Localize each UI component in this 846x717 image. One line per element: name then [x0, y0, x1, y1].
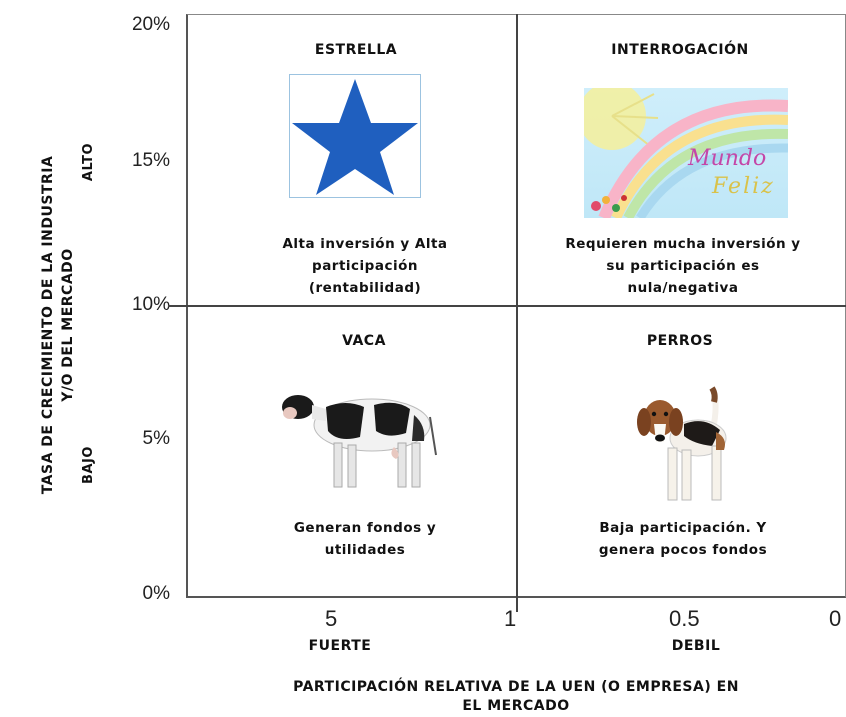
cow-icon — [276, 385, 456, 495]
feliz-text: Feliz — [712, 174, 775, 199]
dogs-desc-line1: Baja participación. Y — [599, 520, 767, 536]
y-axis-title: TASA DE CRECIMIENTO DE LA INDUSTRIA Y/O … — [38, 115, 82, 535]
y-tick-0: 0% — [142, 583, 170, 604]
x-axis-title-line2: EL MERCADO — [462, 698, 570, 714]
y-tick-10: 10% — [131, 294, 170, 315]
mundo-feliz-image: Mundo Feliz — [584, 88, 788, 218]
y-axis-title-line1: TASA DE CRECIMIENTO DE LA INDUSTRIA — [40, 155, 56, 495]
x-tick-0: 0 — [829, 606, 842, 631]
cow-desc-line1: Generan fondos y — [293, 520, 437, 536]
x-strong-label: FUERTE — [308, 638, 372, 654]
question-desc-line1: Requieren mucha inversión y — [565, 236, 801, 252]
flowers-icon — [591, 195, 627, 212]
star-desc-line2: participación — [312, 258, 418, 274]
y-tick-5: 5% — [142, 428, 170, 449]
cow-desc-line2: utilidades — [324, 542, 406, 558]
y-axis-title-line2: Y/O DEL MERCADO — [60, 248, 76, 402]
x-weak-label: DEBIL — [671, 638, 721, 654]
horizontal-divider — [168, 305, 846, 307]
y-low-label: BAJO — [81, 446, 96, 484]
y-tick-20: 20% — [131, 14, 170, 35]
dogs-quadrant-description: Baja participación. Y genera pocos fondo… — [520, 517, 846, 561]
question-quadrant-description: Requieren mucha inversión y su participa… — [520, 233, 846, 299]
vertical-divider — [516, 14, 518, 612]
cow-quadrant-description: Generan fondos y utilidades — [220, 517, 510, 561]
star-shape — [292, 79, 418, 195]
star-quadrant-title: ESTRELLA — [314, 42, 398, 58]
star-desc-line3: (rentabilidad) — [308, 280, 422, 296]
question-quadrant-title: INTERROGACIÓN — [611, 42, 749, 58]
y-tick-15: 15% — [131, 150, 170, 171]
x-tick-0-5: 0.5 — [669, 606, 700, 631]
dogs-quadrant-title: PERROS — [646, 333, 714, 349]
star-icon — [289, 74, 421, 198]
star-desc-line1: Alta inversión y Alta — [282, 236, 448, 252]
question-desc-line3: nula/negativa — [627, 280, 739, 296]
dog-icon — [632, 380, 752, 508]
dogs-desc-line2: genera pocos fondos — [598, 542, 768, 558]
rainbow-icon — [584, 88, 788, 218]
star-quadrant-description: Alta inversión y Alta participación (ren… — [220, 233, 510, 299]
x-axis-title-line1: PARTICIPACIÓN RELATIVA DE LA UEN (O EMPR… — [293, 679, 739, 695]
cow-quadrant-title: VACA — [342, 333, 386, 349]
x-tick-1: 1 — [504, 606, 517, 631]
x-tick-5: 5 — [325, 606, 338, 631]
y-high-label: ALTO — [81, 142, 96, 182]
question-desc-line2: su participación es — [606, 258, 760, 274]
x-axis-title: PARTICIPACIÓN RELATIVA DE LA UEN (O EMPR… — [196, 678, 836, 716]
mundo-text: Mundo — [688, 146, 767, 171]
